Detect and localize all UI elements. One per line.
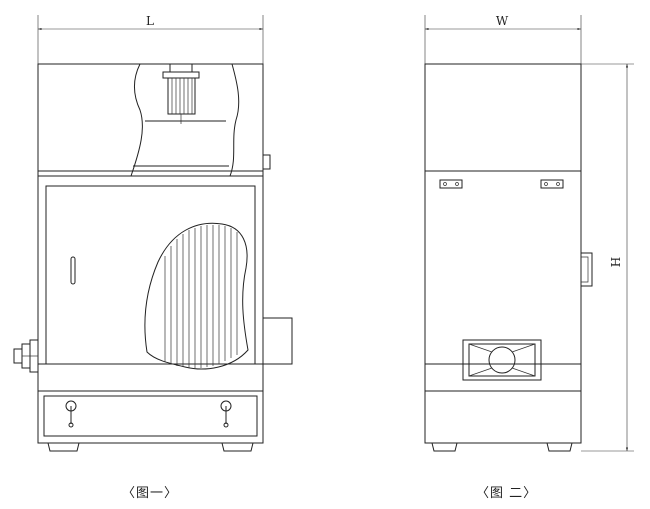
inlet-pipe: [13, 339, 39, 373]
dimension-label-width: W: [496, 14, 509, 28]
caption-figure-2: 〈图 二〉: [476, 486, 538, 501]
side-caster-left: [431, 442, 458, 452]
front-door: [45, 185, 256, 365]
main-cabinet: [37, 170, 264, 392]
door-handle: [70, 256, 76, 285]
bracket-left: [439, 179, 463, 189]
bracket-right: [540, 179, 564, 189]
dimension-height: H: [581, 63, 634, 452]
caster-left: [47, 442, 80, 452]
side-upper-housing: [424, 63, 582, 172]
upper-side-handle: [262, 154, 271, 170]
side-caster-right: [546, 442, 573, 452]
dimension-width: W: [424, 14, 582, 64]
dust-drawer: [37, 390, 264, 444]
upper-housing: [37, 63, 264, 172]
drawer-latch-right: [220, 400, 232, 428]
side-outlet-box: [262, 317, 293, 365]
dimension-label-height: H: [609, 257, 623, 267]
filter-cutaway: [144, 222, 249, 370]
caption-figure-1: 〈图一〉: [122, 486, 179, 501]
filter-pleats: [164, 225, 238, 368]
front-view: L: [13, 14, 293, 452]
drawer-latch-left: [65, 400, 77, 428]
dimension-label-length: L: [146, 14, 154, 28]
side-handle: [581, 252, 593, 287]
inlet-opening: [462, 339, 542, 381]
side-main-cabinet: [424, 170, 582, 392]
motor-cutaway: [130, 63, 240, 177]
side-view: W H: [424, 14, 634, 452]
side-dust-drawer: [424, 390, 582, 444]
caster-right: [221, 442, 254, 452]
dimension-length: L: [37, 14, 264, 64]
motor-icon: [162, 63, 200, 124]
